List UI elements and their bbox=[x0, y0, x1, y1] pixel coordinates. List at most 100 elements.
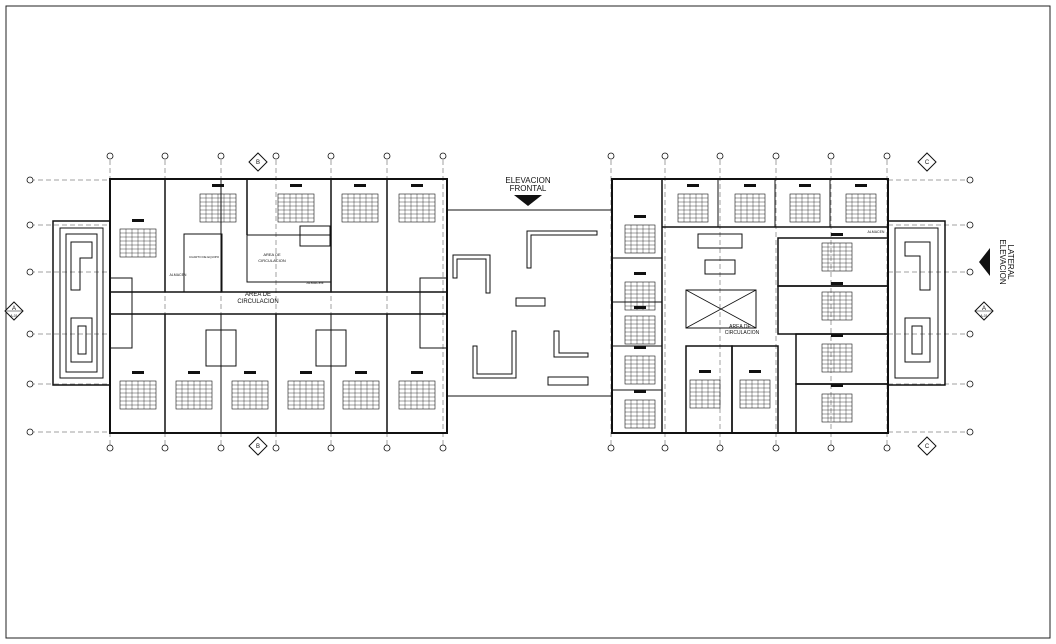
desk-block bbox=[821, 233, 853, 272]
section-a-right-sub: A-01 bbox=[980, 314, 987, 318]
grid-bubble bbox=[661, 444, 669, 452]
desk-block bbox=[821, 384, 853, 423]
grid-bubble bbox=[661, 152, 669, 160]
grid-bubble bbox=[883, 444, 891, 452]
area-circulacion-top-2: CIRCULACION bbox=[258, 258, 286, 263]
desk-block bbox=[821, 334, 853, 373]
grid-bubbles bbox=[26, 152, 974, 452]
section-b-bottom-marker: B bbox=[248, 436, 268, 456]
section-a-left-sub: A-01 bbox=[10, 314, 17, 318]
grid-bubble bbox=[827, 444, 835, 452]
grid-bubble bbox=[106, 444, 114, 452]
desk-block bbox=[199, 184, 237, 223]
desk-block bbox=[398, 184, 436, 223]
elevacion-lateral-arrow bbox=[979, 248, 990, 276]
elevacion-lateral-label: ELEVACION bbox=[998, 239, 1007, 284]
desk-block bbox=[277, 184, 315, 223]
desk-block bbox=[677, 184, 709, 223]
grid-bubble bbox=[272, 152, 280, 160]
section-a-right-marker: A A-01 bbox=[974, 301, 994, 321]
grid-bubble bbox=[383, 152, 391, 160]
grid-bubble bbox=[217, 444, 225, 452]
grid-bubble bbox=[966, 176, 974, 184]
courtyard bbox=[447, 209, 612, 397]
section-b-bottom-letter: B bbox=[256, 444, 260, 450]
desk-block bbox=[689, 370, 721, 409]
area-circulacion-top: AREA DE bbox=[263, 252, 281, 257]
desk-block bbox=[175, 371, 213, 410]
elevacion-frontal-label: ELEVACION bbox=[505, 176, 550, 185]
grid-bubble bbox=[439, 152, 447, 160]
section-c-bottom-marker: C bbox=[917, 436, 937, 456]
grid-bubble bbox=[217, 152, 225, 160]
grid-bubble bbox=[716, 444, 724, 452]
area-circulacion-right-2: CIRCULACION bbox=[725, 330, 760, 336]
labels: ELEVACION FRONTAL ELEVACION LATERAL AREA… bbox=[170, 176, 1015, 336]
grid-bubble bbox=[966, 380, 974, 388]
section-c-bottom-letter: C bbox=[925, 444, 930, 450]
elevacion-lateral-label-2: LATERAL bbox=[1006, 245, 1015, 281]
desk-block bbox=[821, 282, 853, 321]
section-b-top-marker: B bbox=[248, 152, 268, 172]
desk-block bbox=[119, 371, 157, 410]
desk-block bbox=[734, 184, 766, 223]
grid-bubble bbox=[607, 444, 615, 452]
almacen-label-2: ALMACEN bbox=[170, 273, 187, 277]
grid-bubble bbox=[26, 176, 34, 184]
section-markers: A A-01 A A-01 B B C C bbox=[4, 152, 994, 456]
area-circulacion-left: AREA DE bbox=[245, 292, 271, 298]
left-building bbox=[52, 178, 448, 434]
area-circulacion-left-2: CIRCULACION bbox=[237, 299, 278, 305]
section-c-top-letter: C bbox=[925, 160, 930, 166]
grid-bubble bbox=[827, 152, 835, 160]
desk-block bbox=[789, 184, 821, 223]
desk-block bbox=[739, 370, 771, 409]
grid-bubble bbox=[26, 428, 34, 436]
desk-block bbox=[119, 219, 157, 258]
section-c-top-marker: C bbox=[917, 152, 937, 172]
desk-block bbox=[624, 306, 656, 345]
section-a-left-marker: A A-01 bbox=[4, 301, 24, 321]
grid-bubble bbox=[272, 444, 280, 452]
grid-bubble bbox=[383, 444, 391, 452]
grid-bubble bbox=[772, 152, 780, 160]
grid-bubble bbox=[883, 152, 891, 160]
grid-bubble bbox=[26, 268, 34, 276]
grid-bubble bbox=[106, 152, 114, 160]
grid-bubble bbox=[327, 152, 335, 160]
grid-bubble bbox=[161, 444, 169, 452]
sheet-border bbox=[5, 5, 1051, 639]
grid-bubble bbox=[327, 444, 335, 452]
elevacion-frontal-label-2: FRONTAL bbox=[510, 184, 547, 193]
grid-bubble bbox=[966, 268, 974, 276]
almacen-label: ALMACEN bbox=[307, 281, 324, 285]
elevacion-frontal-arrow bbox=[514, 195, 542, 206]
grid-bubble bbox=[161, 152, 169, 160]
grid-bubble bbox=[966, 221, 974, 229]
desk-block bbox=[845, 184, 877, 223]
grid-bubble bbox=[439, 444, 447, 452]
desk-block bbox=[624, 215, 656, 254]
desk-block bbox=[624, 272, 656, 311]
desk-block bbox=[287, 371, 325, 410]
grid-bubble bbox=[607, 152, 615, 160]
almacen-label-3: ALMACEN bbox=[868, 230, 885, 234]
desk-block bbox=[231, 371, 269, 410]
section-a-right-letter: A bbox=[982, 306, 986, 312]
section-b-top-letter: B bbox=[256, 160, 260, 166]
grid-bubble bbox=[966, 428, 974, 436]
cuarto-equipo-label: CUARTO DE EQUIPO bbox=[189, 255, 220, 259]
grid-bubble bbox=[772, 444, 780, 452]
grid-bubble bbox=[966, 330, 974, 338]
desk-block bbox=[341, 184, 379, 223]
grid-bubble bbox=[26, 380, 34, 388]
area-circulacion-right: AREA DE bbox=[729, 324, 751, 330]
grid-bubble bbox=[26, 221, 34, 229]
desk-block bbox=[624, 346, 656, 385]
desk-blocks bbox=[119, 184, 877, 429]
desk-block bbox=[624, 390, 656, 429]
desk-block bbox=[398, 371, 436, 410]
grid-bubble bbox=[716, 152, 724, 160]
right-building bbox=[611, 178, 946, 434]
